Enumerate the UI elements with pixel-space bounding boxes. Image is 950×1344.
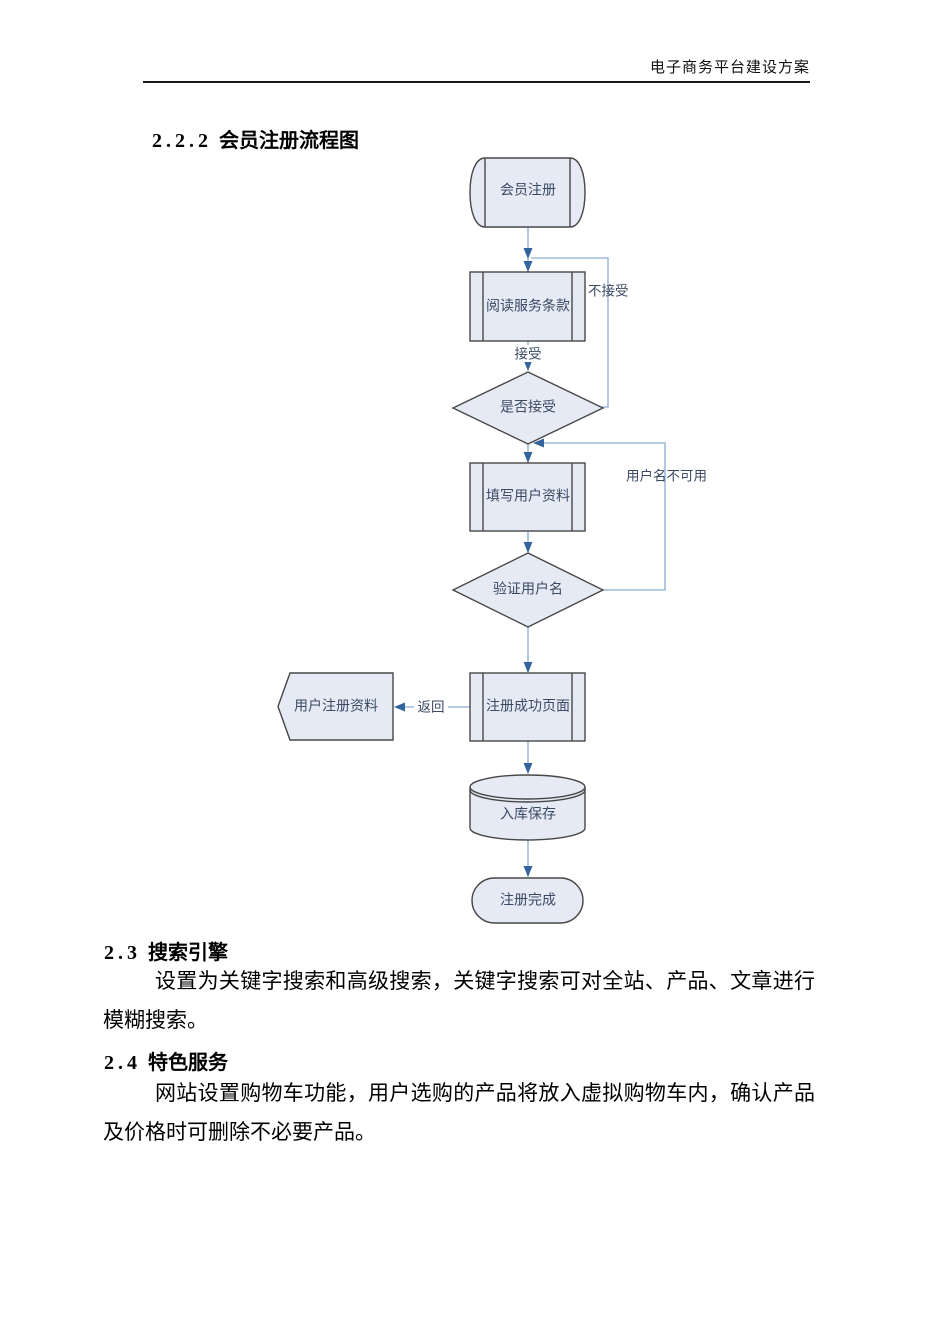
paragraph-search-engine: 设置为关键字搜索和高级搜索，关键字搜索可对全站、产品、文章进行模糊搜索。 xyxy=(103,969,815,1032)
section-title: 会员注册流程图 xyxy=(219,130,359,152)
node-accept-decision-label: 是否接受 xyxy=(500,399,556,416)
flow-arrowheads xyxy=(394,248,544,877)
flow-node-labels: 会员注册 阅读服务条款 是否接受 填写用户资料 验证用户名 注册成功页面 用户注… xyxy=(294,183,570,909)
label-bg-accept xyxy=(510,345,546,362)
edge-label-username-unavailable: 用户名不可用 xyxy=(626,468,707,484)
node-success-page-label: 注册成功页面 xyxy=(486,699,570,715)
edge-label-not-accept: 不接受 xyxy=(588,283,629,299)
node-save-db-inner-line xyxy=(469,789,586,803)
arrowhead-into-verify xyxy=(523,542,533,553)
node-success-page-shape xyxy=(469,672,586,742)
document-header-title: 电子商务平台建设方案 xyxy=(649,60,810,76)
arrowhead-into-success-page xyxy=(523,662,533,673)
node-verify-username-label: 验证用户名 xyxy=(493,581,563,598)
arrowhead-into-save xyxy=(523,763,533,774)
arrowhead-into-decision xyxy=(523,360,533,371)
node-start-label: 会员注册 xyxy=(500,183,556,199)
edge-not-accept-loop xyxy=(531,257,609,408)
section-heading-search-engine: 2.3 搜索引擎 xyxy=(104,936,228,965)
arrowhead-junction-upper xyxy=(523,248,533,259)
arrowhead-into-complete xyxy=(523,866,533,877)
header-rule xyxy=(143,81,810,83)
node-complete-shape xyxy=(471,877,584,924)
node-verify-username-shape xyxy=(451,552,605,628)
node-save-db-label: 入库保存 xyxy=(500,807,556,823)
edge-label-accept: 接受 xyxy=(515,346,542,362)
section-number: 2.2.2 xyxy=(152,130,212,152)
section-number: 2.4 xyxy=(104,1052,141,1074)
node-read-terms-shape xyxy=(469,271,586,342)
arrowhead-username-loop xyxy=(533,438,544,448)
node-registration-data-shape xyxy=(277,672,394,741)
edge-username-unavailable-loop xyxy=(543,442,666,591)
node-fill-profile-shape xyxy=(469,462,586,532)
edge-label-back: 返回 xyxy=(418,700,445,715)
section-title: 特色服务 xyxy=(148,1052,228,1074)
section-heading-registration-flow: 2.2.2 会员注册流程图 xyxy=(152,124,359,153)
label-bg-back xyxy=(414,699,448,715)
node-read-terms-label: 阅读服务条款 xyxy=(486,298,570,315)
flow-shapes xyxy=(277,157,605,924)
arrowhead-into-fill-profile xyxy=(523,452,533,463)
flow-edge-labels: 不接受 接受 用户名不可用 返回 xyxy=(418,283,708,715)
section-heading-featured-services: 2.4 特色服务 xyxy=(104,1046,228,1075)
arrowhead-into-read-terms xyxy=(523,261,533,272)
node-complete-label: 注册完成 xyxy=(500,893,556,909)
node-registration-data-label: 用户注册资料 xyxy=(294,698,378,715)
arrowhead-into-registration-data xyxy=(394,702,405,712)
section-number: 2.3 xyxy=(104,942,141,964)
paragraph-featured-services: 网站设置购物车功能，用户选购的产品将放入虚拟购物车内，确认产品及价格时可删除不必… xyxy=(103,1081,815,1144)
node-save-db-top xyxy=(469,774,586,800)
node-accept-decision-shape xyxy=(451,371,605,445)
node-fill-profile-label: 填写用户资料 xyxy=(486,488,570,505)
section-title: 搜索引擎 xyxy=(148,942,228,964)
